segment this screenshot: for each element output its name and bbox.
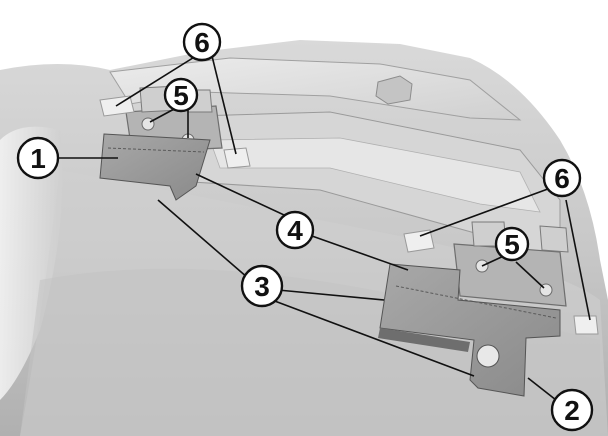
callout-5-left: 5 [163,77,199,113]
callout-label: 5 [173,80,189,111]
left-pad-inner [223,147,251,169]
right-pad-lower [573,315,599,335]
callout-label: 3 [254,271,270,302]
callout-2: 2 [550,388,594,432]
callout-4: 4 [275,210,315,250]
callout-label: 6 [194,27,210,58]
callout-label: 4 [287,215,303,246]
right-pad-upper [403,229,435,253]
latch-nub [375,75,413,105]
callout-label: 1 [30,143,46,174]
case-left-side [0,126,63,401]
plate-seam-right [395,285,557,319]
right-hinge [453,221,569,307]
screw-icon [141,117,155,131]
mounting-plate-left [99,133,211,201]
callout-3: 3 [240,264,284,308]
callout-6-right: 6 [542,158,582,198]
callout-1: 1 [16,136,60,180]
callout-5-right: 5 [494,226,530,262]
hinge-channel-inner [209,137,541,213]
plate-seam-left [107,147,205,153]
plate-hole [476,344,500,368]
callout-label: 2 [564,395,580,426]
callout-6-top: 6 [182,22,222,62]
mounting-plate-right [379,263,561,397]
plate-shadow [378,328,470,352]
callout-label: 6 [554,163,570,194]
callout-label: 5 [504,229,520,260]
